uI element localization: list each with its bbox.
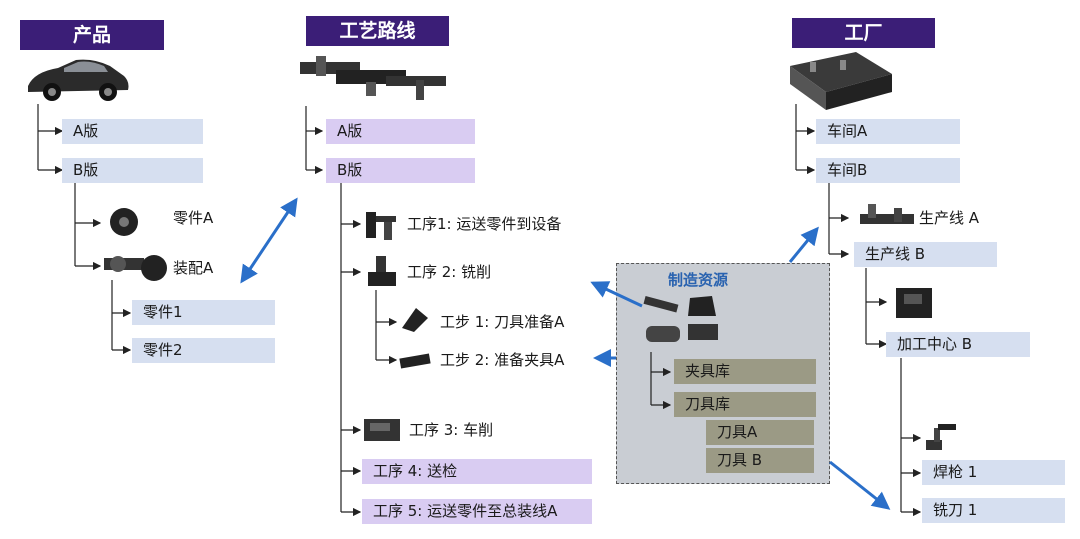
part-a-label: 零件A bbox=[173, 209, 214, 227]
tool-b-box[interactable]: 刀具 B bbox=[706, 448, 814, 473]
line-a-image bbox=[860, 204, 914, 224]
product-version-b[interactable]: B版 bbox=[62, 158, 203, 183]
op-4-box[interactable]: 工序 4: 送检 bbox=[362, 459, 592, 484]
machining-center-box[interactable]: 加工中心 B bbox=[886, 332, 1030, 357]
factory-image bbox=[790, 52, 892, 110]
part-2-box[interactable]: 零件2 bbox=[132, 338, 275, 363]
gear-part-image bbox=[110, 208, 138, 236]
workshop-a-box[interactable]: 车间A bbox=[816, 119, 960, 144]
robot-arm-image bbox=[366, 212, 396, 240]
op-2-label: 工序 2: 铣削 bbox=[407, 263, 492, 281]
step-1-label: 工步 1: 刀具准备A bbox=[440, 313, 565, 331]
op-1-label: 工序1: 运送零件到设备 bbox=[407, 215, 562, 233]
step-2-label: 工步 2: 准备夹具A bbox=[440, 351, 565, 369]
product-version-a[interactable]: A版 bbox=[62, 119, 203, 144]
resources-title: 制造资源 bbox=[668, 271, 729, 289]
lathe-image bbox=[364, 419, 400, 441]
product-header: 产品 bbox=[20, 20, 164, 50]
routing-version-b[interactable]: B版 bbox=[326, 158, 475, 183]
machining-center-image bbox=[896, 288, 932, 318]
milling-machine-image bbox=[368, 256, 396, 286]
milling-cutter-box[interactable]: 铣刀 1 bbox=[922, 498, 1065, 523]
line-a-label: 生产线 A bbox=[919, 209, 980, 227]
car-image bbox=[28, 59, 129, 101]
fixture-library-box[interactable]: 夹具库 bbox=[674, 359, 816, 384]
tool-prep-image bbox=[402, 308, 428, 332]
line-b-box[interactable]: 生产线 B bbox=[854, 242, 997, 267]
tool-library-box[interactable]: 刀具库 bbox=[674, 392, 816, 417]
production-line-image bbox=[300, 56, 446, 100]
assembly-image bbox=[104, 255, 167, 281]
welding-gun-box[interactable]: 焊枪 1 bbox=[922, 460, 1065, 485]
part-1-box[interactable]: 零件1 bbox=[132, 300, 275, 325]
tool-a-box[interactable]: 刀具A bbox=[706, 420, 814, 445]
factory-header: 工厂 bbox=[792, 18, 935, 48]
routing-header: 工艺路线 bbox=[306, 16, 449, 46]
welding-robot-image bbox=[926, 424, 956, 450]
workshop-b-box[interactable]: 车间B bbox=[816, 158, 960, 183]
routing-version-a[interactable]: A版 bbox=[326, 119, 475, 144]
fixture-image bbox=[399, 353, 431, 369]
op-3-label: 工序 3: 车削 bbox=[409, 421, 494, 439]
op-5-box[interactable]: 工序 5: 运送零件至总装线A bbox=[362, 499, 592, 524]
assembly-a-label: 装配A bbox=[173, 259, 214, 277]
tooling-resources-image bbox=[643, 295, 718, 342]
